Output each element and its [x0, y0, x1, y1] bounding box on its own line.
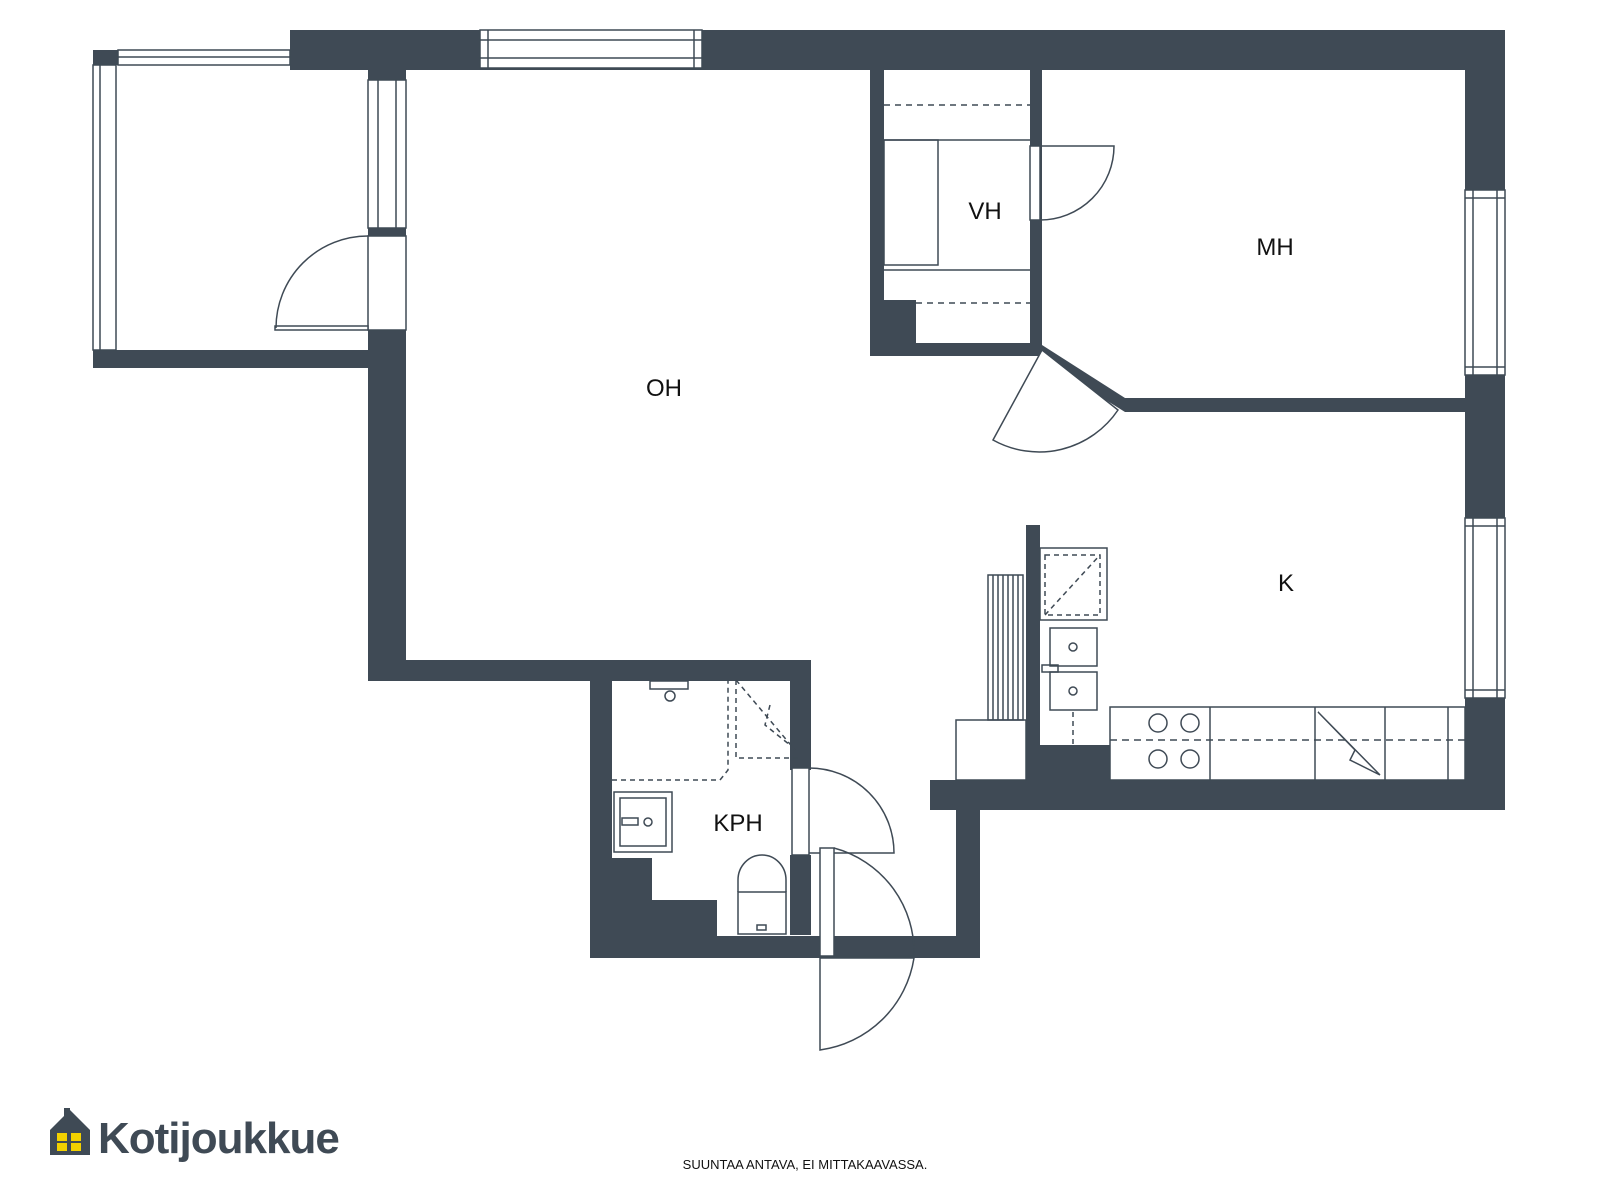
windows — [367, 29, 1506, 699]
fixtures — [612, 104, 1466, 935]
room-label-mh: MH — [1256, 234, 1293, 261]
disclaimer-text: SUUNTAA ANTAVA, EI MITTAKAAVASSA. — [683, 1157, 928, 1172]
brand-name: Kotijoukkue — [98, 1114, 339, 1163]
room-label-kph: KPH — [713, 810, 762, 837]
balcony — [92, 49, 291, 351]
room-label-oh: OH — [646, 375, 682, 402]
room-label-vh: VH — [968, 198, 1001, 225]
doors — [274, 145, 1120, 1051]
room-label-k: K — [1278, 570, 1294, 597]
house-icon — [50, 1108, 90, 1155]
brand-logo: Kotijoukkue — [50, 1108, 340, 1163]
